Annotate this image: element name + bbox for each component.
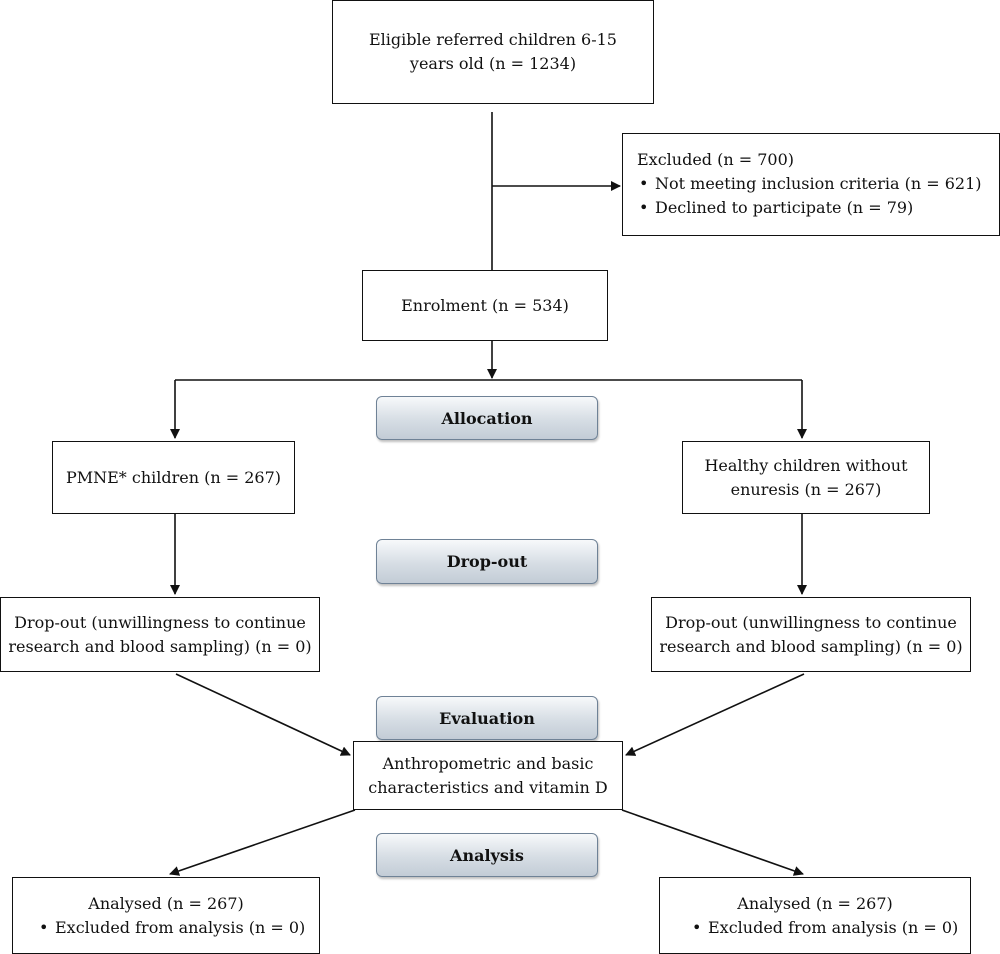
left-dropout-box: Drop-out (unwillingness to continue rese… [0, 597, 320, 672]
enrolment-box: Enrolment (n = 534) [362, 270, 608, 341]
excluded-not-meeting-criteria: Not meeting inclusion criteria (n = 621) [637, 172, 999, 196]
pmne-children-label: PMNE* children (n = 267) [65, 467, 282, 487]
evaluation-box: Anthropometric and basic characteristics… [353, 741, 623, 810]
evaluation-to-left-analysed-arrow [169, 809, 356, 876]
enrolment-label: Enrolment (n = 534) [401, 295, 569, 315]
evaluation-to-right-analysed-arrow [621, 809, 804, 876]
evaluation-stage-label: Evaluation [376, 696, 598, 740]
pmne-children-box: PMNE* children (n = 267) [52, 441, 295, 514]
left-dropout-to-evaluation-arrow [175, 673, 351, 756]
left-analysed-box: Analysed (n = 267) Excluded from analysi… [12, 877, 320, 954]
healthy-children-box: Healthy children without enuresis (n = 2… [682, 441, 930, 514]
excluded-box: Excluded (n = 700) Not meeting inclusion… [622, 133, 1000, 236]
healthy-line-1: Healthy children without [704, 455, 908, 475]
healthy-line-2: enuresis (n = 267) [730, 479, 882, 499]
dropout-stage-label: Drop-out [376, 539, 598, 584]
evaluation-line-1: Anthropometric and basic [382, 753, 594, 773]
right-dropout-to-evaluation-arrow [625, 673, 805, 756]
left-dropout-line-1: Drop-out (unwillingness to continue [14, 612, 306, 632]
excluded-list: Not meeting inclusion criteria (n = 621)… [637, 172, 999, 220]
right-excluded-from-analysis: Excluded from analysis (n = 0) [690, 916, 970, 940]
excluded-declined: Declined to participate (n = 79) [637, 196, 999, 220]
left-excluded-from-analysis: Excluded from analysis (n = 0) [37, 916, 319, 940]
right-dropout-line-2: research and blood sampling) (n = 0) [659, 636, 963, 656]
left-dropout-line-2: research and blood sampling) (n = 0) [8, 636, 312, 656]
excluded-title: Excluded (n = 700) [637, 150, 795, 169]
right-dropout-box: Drop-out (unwillingness to continue rese… [651, 597, 971, 672]
right-analysed-title: Analysed (n = 267) [737, 894, 893, 913]
right-analysed-list: Excluded from analysis (n = 0) [690, 916, 970, 940]
right-analysed-box: Analysed (n = 267) Excluded from analysi… [659, 877, 971, 954]
evaluation-line-2: characteristics and vitamin D [368, 777, 608, 797]
left-analysed-title: Analysed (n = 267) [88, 894, 244, 913]
allocation-stage-label: Allocation [376, 396, 598, 440]
eligible-line-2: years old (n = 1234) [409, 54, 577, 73]
left-analysed-list: Excluded from analysis (n = 0) [37, 916, 319, 940]
eligible-line-1: Eligible referred children 6-15 [369, 30, 617, 49]
eligible-children-box: Eligible referred children 6-15 years ol… [332, 0, 654, 104]
right-dropout-line-1: Drop-out (unwillingness to continue [665, 612, 957, 632]
analysis-stage-label: Analysis [376, 833, 598, 877]
